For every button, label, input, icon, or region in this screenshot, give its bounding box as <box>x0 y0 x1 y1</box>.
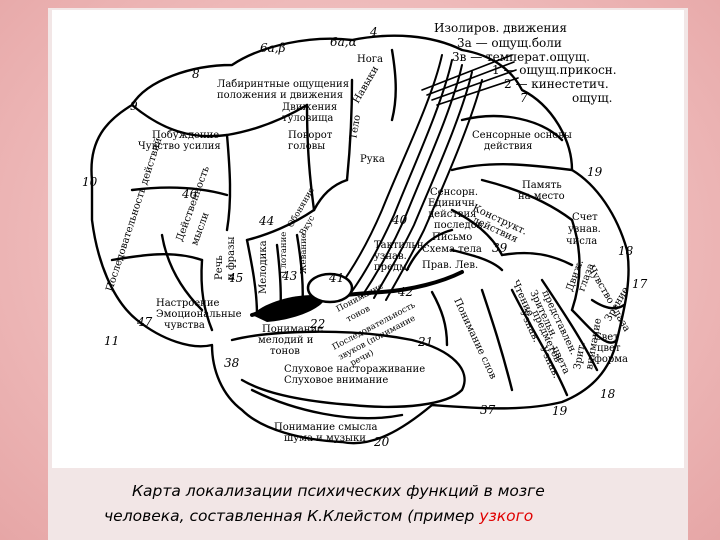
label-sensory-unit-1: Сенсорн. <box>430 187 478 198</box>
label-num-10: 10 <box>82 175 98 189</box>
label-chewing: Жевание <box>299 233 309 274</box>
label-memory-2: на место <box>518 191 565 202</box>
label-num-9: 9 <box>130 99 138 113</box>
label-labyrinth-1: Лабиринтные ощущения <box>217 79 349 90</box>
label-auditory-2: Слуховое внимание <box>284 375 388 386</box>
label-counting-1: Счет <box>572 212 598 223</box>
label-num-42: 42 <box>397 285 413 299</box>
label-num-18-bottom: 18 <box>600 387 616 401</box>
label-understanding-melody-2: мелодий и <box>258 335 314 346</box>
label-auditory-1: Слуховое настораживание <box>284 364 425 375</box>
label-skills: Навыки <box>351 64 381 105</box>
label-swallow: Глотание <box>279 232 289 274</box>
label-sequence-actions: Последовательность действий <box>104 136 164 293</box>
label-tactile-2: узнав. <box>374 251 407 262</box>
label-motivation-1: Побуждение <box>152 130 219 141</box>
label-num-4: 4 <box>369 25 378 39</box>
label-kinesthetic: 2 — кинестетич. <box>504 77 609 91</box>
label-speech-2: и фразы <box>226 237 237 280</box>
label-num-44: 44 <box>258 214 274 228</box>
label-vision-repr-1: Зрит. <box>572 341 588 371</box>
caption-line-1: Карта локализации психических функций в … <box>132 482 545 500</box>
label-pain: 3а — ощущ.боли <box>457 36 562 50</box>
label-trunk-1: Движения <box>282 102 337 113</box>
label-memory-1: Память <box>522 180 562 191</box>
label-num-17: 17 <box>632 277 648 291</box>
label-sensory-2: действия <box>484 141 532 152</box>
label-speech-1: Речь <box>214 255 225 280</box>
label-num-41: 41 <box>328 271 344 285</box>
label-num-40: 40 <box>391 213 408 227</box>
label-isolated-movement: Изолиров. движения <box>434 21 567 35</box>
label-body-scheme-2: Прав. Лев. <box>422 260 478 271</box>
label-tactile-3: предм. <box>374 262 410 273</box>
label-num-43: 43 <box>281 269 298 283</box>
label-turn-1: Поворот <box>288 130 333 141</box>
label-understanding-melody-3: тонов <box>270 346 300 357</box>
label-area-6aa: 6а,α <box>330 35 357 49</box>
label-num-19-bottom: 19 <box>552 404 568 418</box>
label-body: Тело <box>348 114 363 140</box>
label-touch: 1 — ощущ.прикосн. <box>492 63 617 77</box>
label-sensory-1: Сенсорные основы <box>472 130 572 141</box>
label-num-19-top: 19 <box>587 165 603 179</box>
label-mood-1: Настроение <box>156 298 219 309</box>
label-sensory-unit-3: действия <box>428 209 476 220</box>
label-num-7: 7 <box>520 91 528 105</box>
label-body-scheme-1: Схема тела <box>422 244 482 255</box>
label-mood-2: Эмоциональные <box>156 309 242 320</box>
label-light-1: Свет <box>594 332 619 343</box>
label-num-45: 45 <box>227 271 243 285</box>
label-num-37: 37 <box>480 403 496 417</box>
caption: Карта локализации психических функций в … <box>0 478 720 540</box>
label-kinesthetic-2: ощущ. <box>572 91 612 105</box>
label-melodic: Мелодика <box>258 240 269 294</box>
label-num-11: 11 <box>104 334 119 348</box>
label-num-47: 47 <box>136 315 153 329</box>
label-num-8: 8 <box>192 67 200 81</box>
label-counting-3: числа <box>566 236 597 247</box>
label-labyrinth-2: положения и движения <box>217 90 343 101</box>
label-light-3: форма <box>594 354 628 365</box>
brain-diagram: Изолиров. движения 3а — ощущ.боли 3в — т… <box>52 10 684 468</box>
label-num-18-top: 18 <box>618 244 634 258</box>
label-writing: Письмо <box>432 232 472 243</box>
label-sequence-1: последов. <box>434 220 486 231</box>
caption-line-2-red: узкого <box>479 507 534 525</box>
label-mood-3: чувства <box>164 320 205 331</box>
caption-line-2: человека, составленная К.Клейстом (приме… <box>104 505 533 528</box>
label-turn-2: головы <box>288 141 325 152</box>
label-num-39: 39 <box>492 241 508 255</box>
label-understanding-words: Понимание слов <box>451 297 498 382</box>
label-temperature: 3в — температ.ощущ. <box>452 50 590 64</box>
label-motivation-2: Чувство усилия <box>138 141 221 152</box>
label-num-46: 46 <box>181 187 198 201</box>
label-leg: Нога <box>357 54 383 65</box>
label-area-6ab: 6а,β <box>260 41 286 55</box>
label-counting-2: узнав. <box>568 224 601 235</box>
label-meaning-2: шума и музыки <box>284 433 366 444</box>
label-sensory-unit-2: Единичн. <box>428 198 478 209</box>
label-num-38: 38 <box>224 356 240 370</box>
caption-line-2-main: человека, составленная К.Клейстом (приме… <box>104 507 480 525</box>
label-trunk-2: туловища <box>282 113 333 124</box>
label-num-20: 20 <box>373 435 390 449</box>
label-light-2: цвет <box>597 343 621 354</box>
label-hand: Рука <box>360 154 385 165</box>
label-understanding-melody-1: Понимание <box>262 324 323 335</box>
label-num-21: 21 <box>417 335 433 349</box>
label-meaning-1: Понимание смысла <box>274 422 378 433</box>
label-tactile-1: Тактильн. <box>374 240 427 251</box>
brain-outline <box>90 34 630 445</box>
label-num-22: 22 <box>309 317 325 331</box>
